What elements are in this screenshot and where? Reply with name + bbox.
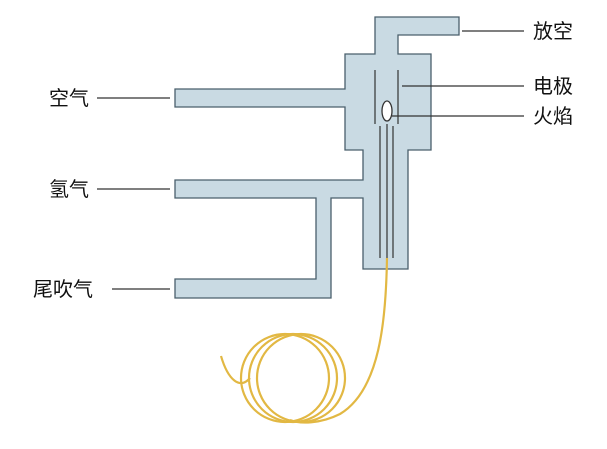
capillary-column — [219, 257, 389, 424]
label-vent: 放空 — [533, 19, 573, 43]
label-makeup-gas: 尾吹气 — [33, 277, 93, 301]
label-electrode: 电极 — [533, 74, 573, 98]
capillary-coil-1 — [239, 332, 331, 424]
flame-shape — [381, 100, 393, 122]
capillary-coil-3 — [255, 332, 347, 424]
label-air: 空气 — [49, 86, 89, 110]
detector-body — [174, 16, 460, 299]
label-flame: 火焰 — [533, 104, 573, 128]
capillary-coil-2 — [247, 332, 339, 424]
label-hydrogen: 氢气 — [49, 177, 89, 201]
capillary-tail — [219, 355, 251, 385]
